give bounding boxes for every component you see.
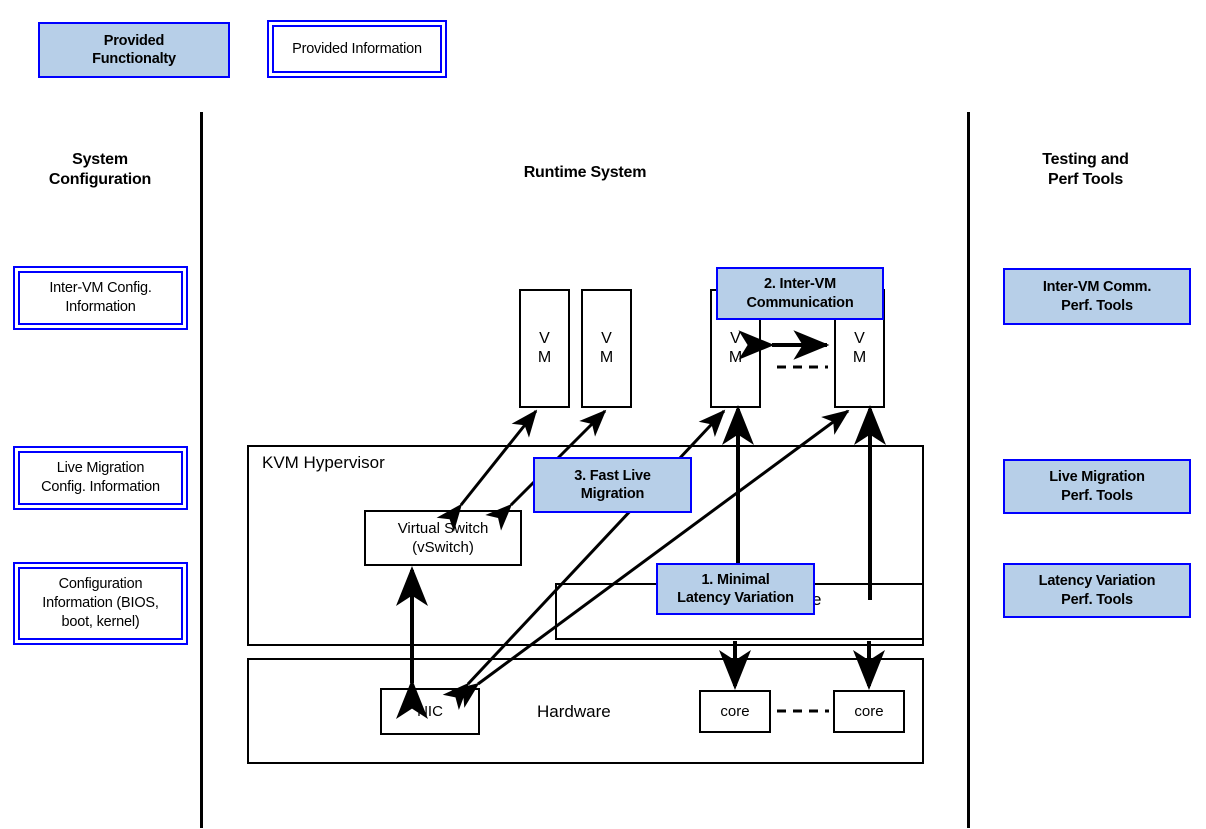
column-heading-runtime-system: Runtime System: [523, 164, 647, 181]
left-item-configuration-information-label: Configuration Information (BIOS, boot, k…: [18, 567, 183, 640]
hardware-label: Hardware: [537, 702, 611, 721]
callout-2-inter-vm-communication: 2. Inter-VM Communication: [716, 267, 884, 320]
vm-box-1: V M: [519, 289, 570, 408]
legend-provided-information: Provided Information: [267, 20, 447, 78]
callout-1-minimal-latency-variation: 1. Minimal Latency Variation: [656, 563, 815, 615]
core-box-1: core: [699, 690, 771, 733]
left-item-inter-vm-config: Inter-VM Config. Information: [13, 266, 188, 330]
nic-box: NIC: [380, 688, 480, 735]
legend-provided-functionality: Provided Functionalty: [38, 22, 230, 78]
right-item-live-migration-perf-tools: Live Migration Perf. Tools: [1003, 459, 1191, 514]
column-heading-system-configuration: System Configuration: [48, 151, 152, 188]
column-heading-testing-perf-tools: Testing and Perf Tools: [1042, 151, 1129, 188]
left-item-live-migration-config-label: Live Migration Config. Information: [18, 451, 183, 505]
left-item-configuration-information: Configuration Information (BIOS, boot, k…: [13, 562, 188, 645]
divider-left: [200, 112, 203, 828]
left-item-live-migration-config: Live Migration Config. Information: [13, 446, 188, 510]
virtual-switch-box: Virtual Switch (vSwitch): [364, 510, 522, 566]
core-box-2: core: [833, 690, 905, 733]
divider-right: [967, 112, 970, 828]
right-item-latency-variation-perf-tools: Latency Variation Perf. Tools: [1003, 563, 1191, 618]
right-item-inter-vm-comm-perf-tools: Inter-VM Comm. Perf. Tools: [1003, 268, 1191, 325]
legend-provided-information-label: Provided Information: [272, 25, 442, 73]
callout-3-fast-live-migration: 3. Fast Live Migration: [533, 457, 692, 513]
left-item-inter-vm-config-label: Inter-VM Config. Information: [18, 271, 183, 325]
kvm-hypervisor-label: KVM Hypervisor: [262, 453, 385, 472]
vm-box-2: V M: [581, 289, 632, 408]
